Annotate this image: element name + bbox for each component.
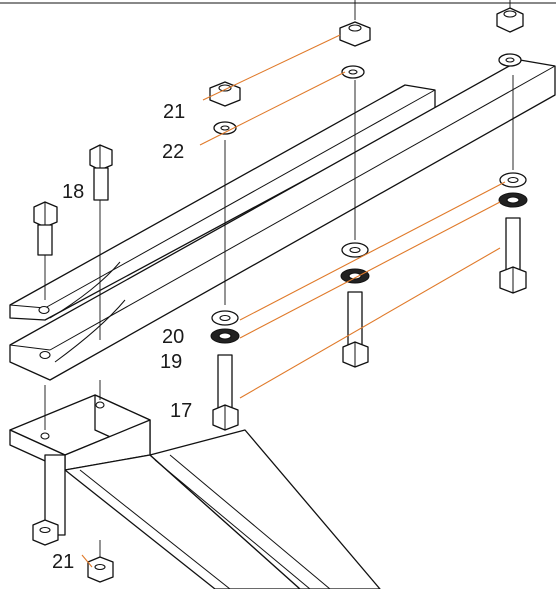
callout-18: 18 [62, 181, 84, 203]
rail-upper [9, 84, 436, 321]
callout-21-top: 21 [163, 101, 185, 123]
flange-nuts-top [209, 7, 524, 107]
hex-bolt-18 [89, 144, 113, 201]
leader-lines [81, 34, 506, 568]
callout-19: 19 [160, 351, 182, 373]
lock-washers [210, 192, 528, 344]
callout-20: 20 [162, 326, 184, 348]
frame-tube [9, 394, 381, 589]
hex-bolt-right [499, 217, 527, 294]
flat-washers [211, 172, 527, 326]
rail-lower [9, 59, 556, 381]
hex-bolt-17 [212, 354, 239, 431]
assembly-axes [44, 0, 514, 560]
lock-washers-top [213, 53, 522, 135]
flange-nuts-bottom [32, 519, 114, 583]
callout-22: 22 [162, 141, 184, 163]
callout-17: 17 [170, 400, 192, 422]
hex-bolt-mid [342, 291, 369, 368]
callout-21-bottom: 21 [52, 551, 74, 573]
hex-bolt-left [33, 201, 58, 256]
